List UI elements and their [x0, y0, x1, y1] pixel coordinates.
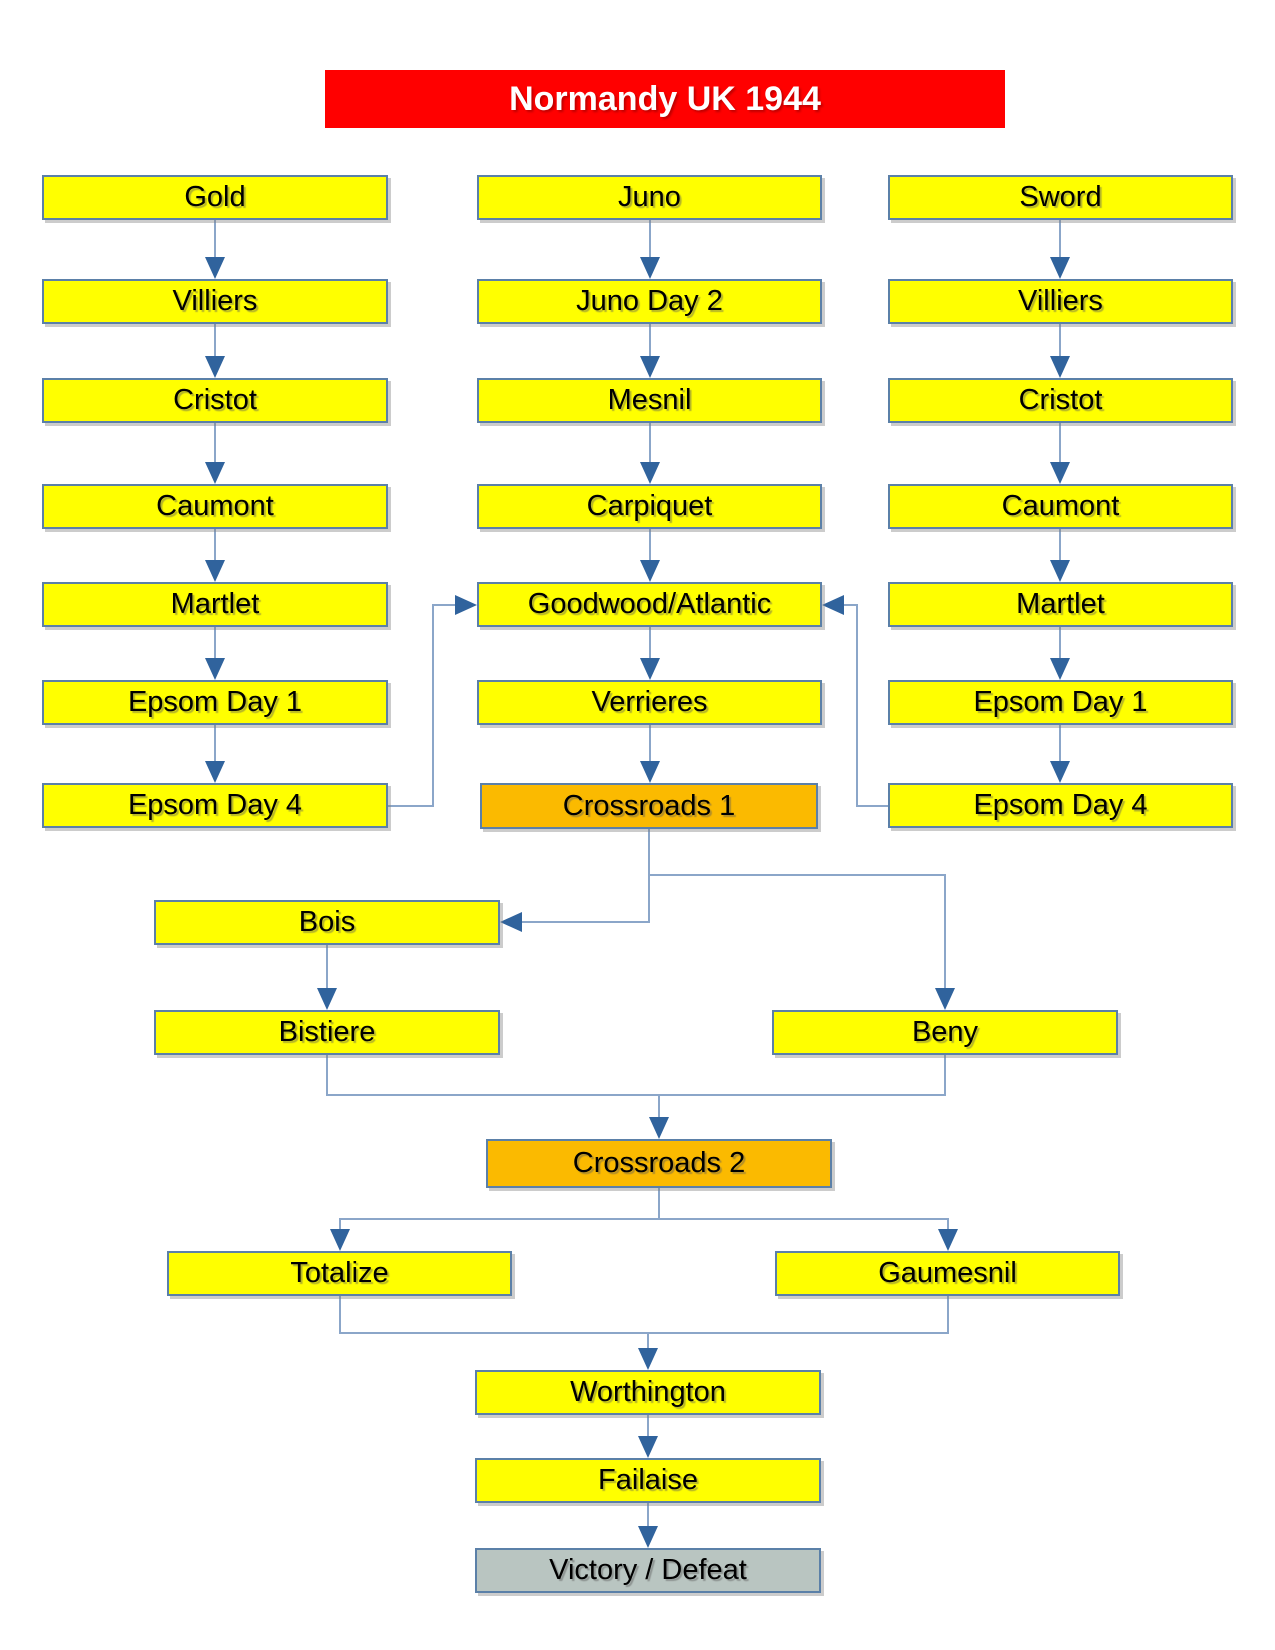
node-goodwood-atlantic: Goodwood/Atlantic [477, 582, 822, 627]
connector-caumont-gold-to-martlet-gold [205, 529, 225, 582]
node-verrieres: Verrieres [477, 680, 822, 725]
connector-cristot-gold-to-caumont-gold [205, 423, 225, 484]
connector-carpiquet-to-goodwood-atlantic [640, 529, 660, 582]
connector-goodwood-atlantic-to-verrieres [640, 627, 660, 680]
node-caumont-sword: Caumont [888, 484, 1233, 529]
arrowhead-down-icon [205, 560, 225, 582]
arrowhead-down-icon [649, 1117, 669, 1139]
node-gaumesnil: Gaumesnil [775, 1251, 1120, 1296]
connector-verrieres-to-crossroads-1 [640, 725, 660, 783]
connector-gold-to-villiers-gold [205, 220, 225, 279]
arrowhead-down-icon [938, 1229, 958, 1251]
node-crossroads-1: Crossroads 1 [480, 783, 818, 829]
connector-villiers-sword-to-cristot-sword [1050, 324, 1070, 378]
node-mesnil: Mesnil [477, 378, 822, 423]
connector-martlet-gold-to-epsom-day-1-gold [205, 627, 225, 680]
node-cristot-sword: Cristot [888, 378, 1233, 423]
arrowhead-down-icon [205, 462, 225, 484]
arrowhead-down-icon [1050, 462, 1070, 484]
arrowhead-down-icon [1050, 560, 1070, 582]
connector-caumont-sword-to-martlet-sword [1050, 529, 1070, 582]
node-martlet-gold: Martlet [42, 582, 388, 627]
arrowhead-down-icon [640, 462, 660, 484]
connector-bois-to-bistiere [317, 945, 337, 1010]
connector-villiers-gold-to-cristot-gold [205, 324, 225, 378]
node-martlet-sword: Martlet [888, 582, 1233, 627]
arrowhead-down-icon [1050, 761, 1070, 783]
node-epsom-day-1-sword: Epsom Day 1 [888, 680, 1233, 725]
node-crossroads-2: Crossroads 2 [486, 1139, 832, 1188]
node-gold: Gold [42, 175, 388, 220]
connector-gaumesnil-to-worthington [648, 1296, 949, 1334]
node-victory-defeat: Victory / Defeat [475, 1548, 821, 1593]
arrowhead-down-icon [640, 560, 660, 582]
connector-beny-to-crossroads-2 [659, 1055, 946, 1096]
connector-crossroads-2-to-totalize [330, 1188, 660, 1251]
connector-juno-to-juno-day-2 [640, 220, 660, 279]
title-banner: Normandy UK 1944 [325, 70, 1005, 128]
arrowhead-down-icon [638, 1526, 658, 1548]
connector-mesnil-to-carpiquet [640, 423, 660, 484]
connector-crossroads-1-to-beny [648, 829, 955, 1010]
node-cristot-gold: Cristot [42, 378, 388, 423]
node-bois: Bois [154, 900, 500, 945]
node-juno-day-2: Juno Day 2 [477, 279, 822, 324]
arrowhead-down-icon [205, 257, 225, 279]
connector-epsom-day-4-gold-to-goodwood-atlantic [388, 595, 477, 807]
title-text: Normandy UK 1944 [509, 79, 821, 118]
connector-sword-to-villiers-sword [1050, 220, 1070, 279]
node-carpiquet: Carpiquet [477, 484, 822, 529]
arrowhead-down-icon [1050, 658, 1070, 680]
connector-crossroads-1-to-bois [500, 829, 650, 932]
arrowhead-down-icon [638, 1348, 658, 1370]
node-villiers-sword: Villiers [888, 279, 1233, 324]
arrowhead-down-icon [1050, 257, 1070, 279]
arrowhead-down-icon [935, 988, 955, 1010]
arrowhead-down-icon [640, 658, 660, 680]
connector-juno-day-2-to-mesnil [640, 324, 660, 378]
connector-failaise-to-victory-defeat [638, 1503, 658, 1548]
node-bistiere: Bistiere [154, 1010, 500, 1055]
arrowhead-down-icon [330, 1229, 350, 1251]
connector-epsom-day-4-sword-to-goodwood-atlantic [822, 595, 888, 807]
node-sword: Sword [888, 175, 1233, 220]
arrowhead-down-icon [1050, 356, 1070, 378]
connector-martlet-sword-to-epsom-day-1-sword [1050, 627, 1070, 680]
arrowhead-down-icon [205, 356, 225, 378]
arrowhead-left-icon [500, 912, 522, 932]
node-epsom-day-1-gold: Epsom Day 1 [42, 680, 388, 725]
arrowhead-down-icon [640, 356, 660, 378]
connector-bistiere-to-crossroads-2 [326, 1055, 669, 1139]
connector-cristot-sword-to-caumont-sword [1050, 423, 1070, 484]
node-totalize: Totalize [167, 1251, 512, 1296]
arrowhead-down-icon [640, 257, 660, 279]
node-villiers-gold: Villiers [42, 279, 388, 324]
arrowhead-down-icon [205, 658, 225, 680]
arrowhead-down-icon [317, 988, 337, 1010]
arrowhead-down-icon [640, 761, 660, 783]
node-juno: Juno [477, 175, 822, 220]
arrowhead-right-icon [455, 595, 477, 615]
arrowhead-down-icon [205, 761, 225, 783]
connector-totalize-to-worthington [339, 1296, 658, 1370]
node-failaise: Failaise [475, 1458, 821, 1503]
node-beny: Beny [772, 1010, 1118, 1055]
arrowhead-down-icon [638, 1436, 658, 1458]
connector-worthington-to-failaise [638, 1415, 658, 1458]
connector-epsom-day-1-gold-to-epsom-day-4-gold [205, 725, 225, 783]
connector-crossroads-2-to-gaumesnil [658, 1188, 958, 1251]
node-caumont-gold: Caumont [42, 484, 388, 529]
node-worthington: Worthington [475, 1370, 821, 1415]
node-epsom-day-4-sword: Epsom Day 4 [888, 783, 1233, 828]
arrowhead-left-icon [822, 595, 844, 615]
node-epsom-day-4-gold: Epsom Day 4 [42, 783, 388, 828]
connector-epsom-day-1-sword-to-epsom-day-4-sword [1050, 725, 1070, 783]
